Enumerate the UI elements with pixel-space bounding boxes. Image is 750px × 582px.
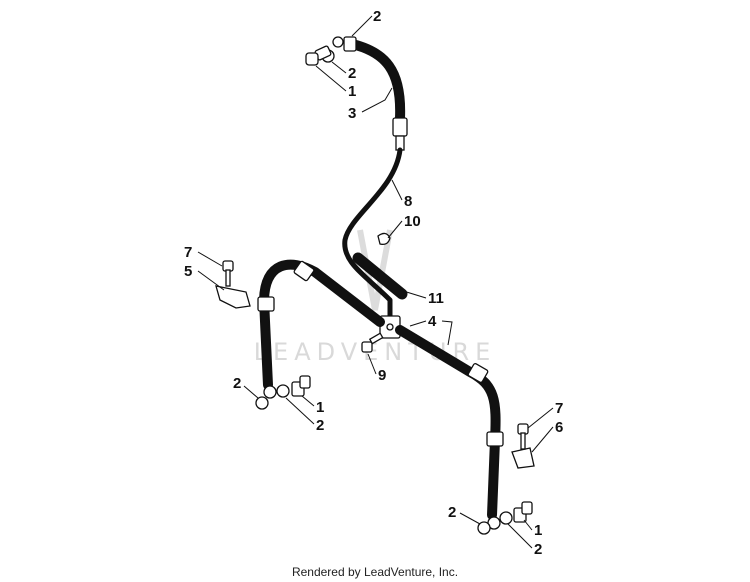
upper-brake-hose [347,39,408,151]
banjo-bolt-top [305,45,332,66]
callout-1-right: 1 [534,522,542,539]
left-brake-hose [257,259,385,399]
left-banjo-bolt [255,375,311,410]
metal-brake-line [342,147,403,321]
callout-8: 8 [404,193,412,210]
watermark: LEADVENTURE [254,229,490,366]
callout-1-left: 1 [316,399,324,416]
callout-7-right: 7 [555,400,563,417]
callout-7-left: 7 [184,244,192,261]
right-hose-bracket [511,423,535,469]
callout-2-left-b: 2 [316,417,324,434]
callout-9: 9 [378,367,386,384]
callout-2-right-b: 2 [534,541,542,558]
hose-sleeve [352,252,408,300]
brake-tee-block [379,315,401,339]
callout-2-right: 2 [448,504,456,521]
callout-6: 6 [555,419,563,436]
left-hose-bracket [215,260,251,309]
callout-2-left: 2 [233,375,241,392]
callout-10: 10 [404,213,421,230]
right-brake-hose [395,325,504,530]
render-credit-footer: Rendered by LeadVenture, Inc. [291,565,459,579]
callouts: 2 2 1 3 8 10 11 7 5 4 9 2 1 2 7 6 2 [184,8,563,558]
callout-4: 4 [428,313,437,330]
callout-11: 11 [428,290,444,307]
callout-3: 3 [348,105,356,122]
callout-2-top: 2 [373,8,381,25]
callout-1-top: 1 [348,83,356,100]
hose-clip [377,232,391,246]
callout-5: 5 [184,263,192,280]
tee-mounting-bolt [361,332,384,353]
right-banjo-bolt [477,501,533,535]
callout-2-top-b: 2 [348,65,356,82]
